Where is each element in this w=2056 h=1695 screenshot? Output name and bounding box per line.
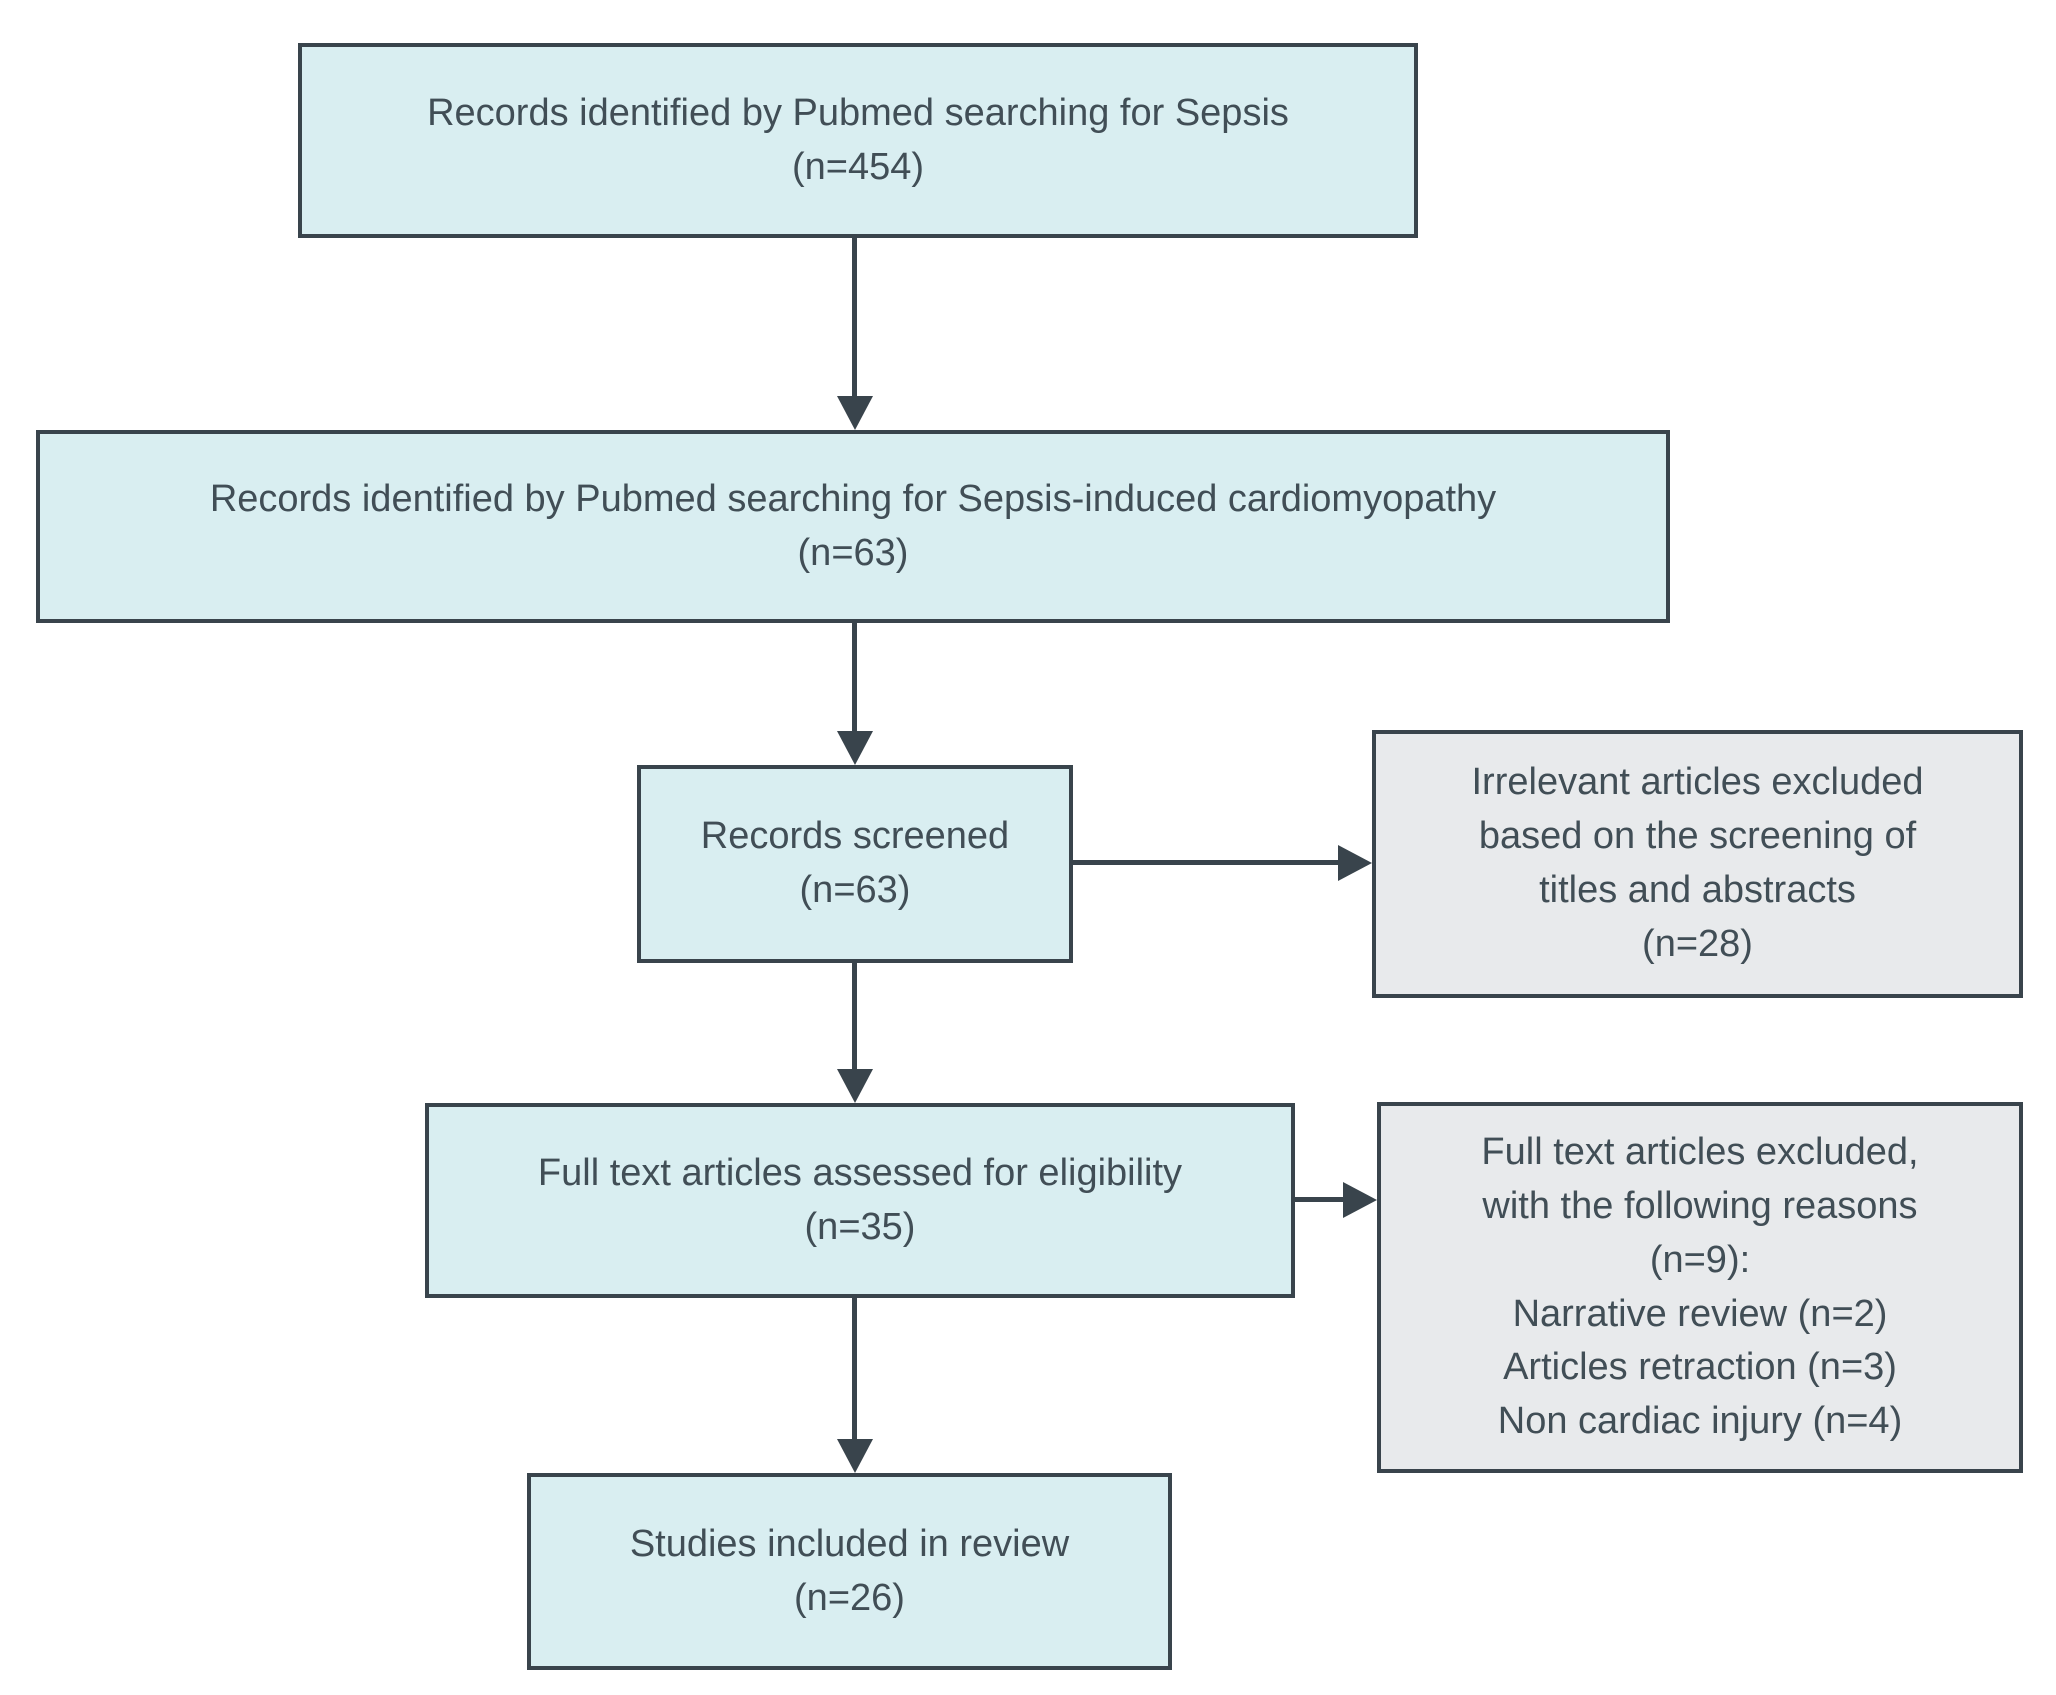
arrowhead-down-cardiomyopathy-to-screened xyxy=(837,731,873,765)
node-fulltext-excluded: Full text articles excluded, with the fo… xyxy=(1377,1102,2023,1473)
node-studies-included: Studies included in review (n=26) xyxy=(527,1473,1172,1670)
node-irrelevant-articles-excluded-text: Irrelevant articles excluded based on th… xyxy=(1471,761,1924,965)
node-records-screened-text: Records screened (n=63) xyxy=(700,815,1010,911)
node-records-identified-sepsis-text: Records identified by Pubmed searching f… xyxy=(427,91,1289,188)
arrow-line-fulltext-to-excluded xyxy=(1294,1197,1345,1202)
node-irrelevant-articles-excluded: Irrelevant articles excluded based on th… xyxy=(1372,730,2023,998)
arrow-line-cardiomyopathy-to-screened xyxy=(852,622,857,733)
node-fulltext-excluded-text: Full text articles excluded, with the fo… xyxy=(1481,1130,1919,1443)
arrow-line-fulltext-to-included xyxy=(852,1296,857,1441)
node-fulltext-assessed: Full text articles assessed for eligibil… xyxy=(425,1103,1295,1298)
node-records-screened: Records screened (n=63) xyxy=(637,765,1073,963)
arrowhead-down-screened-to-fulltext xyxy=(837,1069,873,1103)
arrowhead-right-fulltext-to-excluded xyxy=(1343,1182,1377,1218)
node-records-identified-cardiomyopathy: Records identified by Pubmed searching f… xyxy=(36,430,1670,623)
arrow-line-screened-to-fulltext xyxy=(852,961,857,1071)
node-records-identified-cardiomyopathy-text: Records identified by Pubmed searching f… xyxy=(209,477,1497,574)
node-fulltext-assessed-text: Full text articles assessed for eligibil… xyxy=(537,1151,1183,1248)
arrowhead-right-screened-to-excluded xyxy=(1338,845,1372,881)
arrow-line-sepsis-to-cardiomyopathy xyxy=(852,238,857,398)
arrowhead-down-fulltext-to-included xyxy=(837,1439,873,1473)
arrow-line-screened-to-excluded xyxy=(1072,860,1340,865)
node-studies-included-text: Studies included in review (n=26) xyxy=(629,1522,1070,1619)
node-records-identified-sepsis: Records identified by Pubmed searching f… xyxy=(298,43,1418,238)
arrowhead-down-sepsis-to-cardiomyopathy xyxy=(837,396,873,430)
